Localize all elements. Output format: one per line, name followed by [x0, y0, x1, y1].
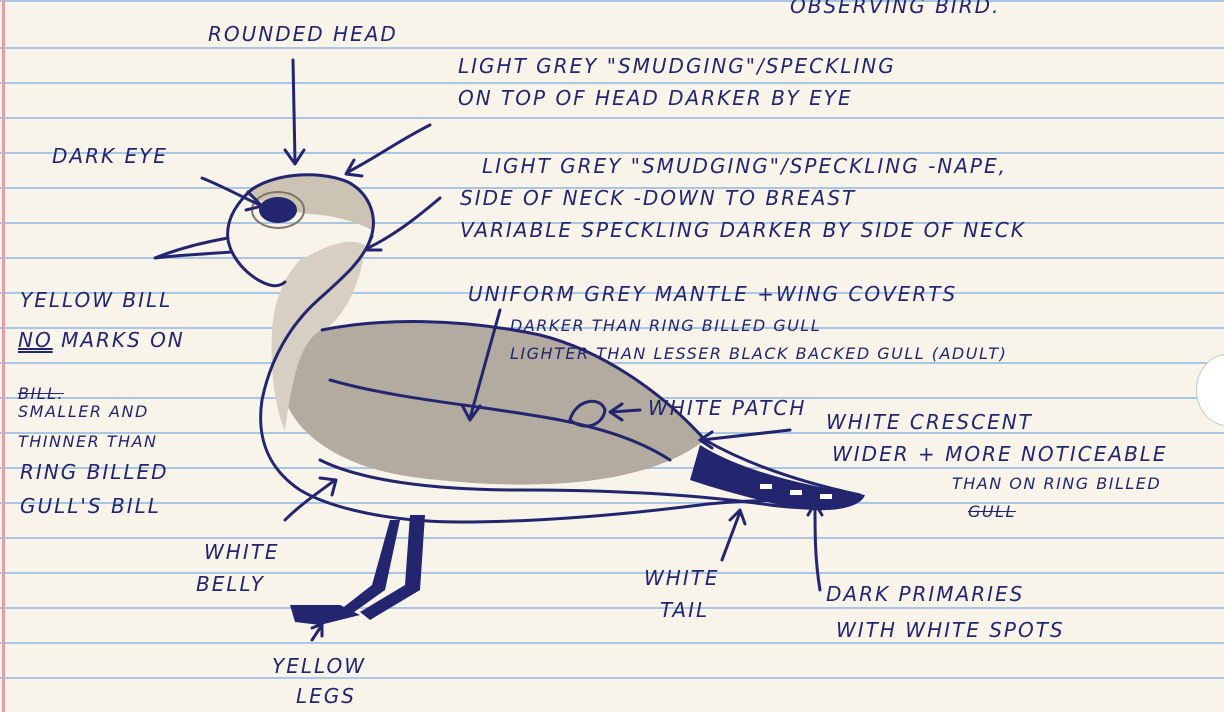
label-white-tail-2: TAIL — [660, 598, 709, 622]
label-yellow-bill: YELLOW BILL — [20, 288, 172, 312]
label-head-speckling-1: LIGHT GREY "SMUDGING"/SPECKLING — [458, 54, 896, 78]
label-no-underlined: NO — [18, 328, 53, 352]
label-crescent-1: WHITE CRESCENT — [826, 410, 1033, 434]
arrow-head-speckling — [346, 125, 430, 176]
label-nape-3: VARIABLE SPECKLING DARKER BY SIDE OF NEC… — [460, 218, 1026, 242]
label-primaries-2: WITH WHITE SPOTS — [836, 618, 1065, 642]
primary-spot-2 — [790, 490, 802, 495]
label-yellow-legs-2: LEGS — [296, 684, 356, 708]
label-marks-on: MARKS ON — [61, 328, 185, 352]
label-rounded-head: ROUNDED HEAD — [208, 22, 398, 46]
label-nape-1: LIGHT GREY "SMUDGING"/SPECKLING -NAPE, — [482, 154, 1007, 178]
label-smaller-2: THINNER THAN — [18, 432, 158, 452]
label-yellow-legs-1: YELLOW — [272, 654, 366, 678]
label-white-patch: WHITE PATCH — [648, 396, 806, 420]
label-white-belly-2: BELLY — [196, 572, 265, 596]
label-smaller-1: SMALLER AND — [18, 402, 149, 422]
label-dark-eye: DARK EYE — [52, 144, 168, 168]
label-primaries-1: DARK PRIMARIES — [826, 582, 1024, 606]
arrow-legs — [312, 624, 322, 640]
label-mantle-2: DARKER THAN RING BILLED GULL — [510, 316, 821, 336]
label-bill-struck: BILL. — [18, 384, 64, 404]
arrow-nape — [366, 198, 440, 250]
label-crescent-4: GULL — [968, 502, 1016, 522]
primary-spot-3 — [820, 494, 832, 499]
label-ring-billed: RING BILLED — [20, 460, 169, 484]
label-gulls-bill: GULL'S BILL — [20, 494, 161, 518]
label-no-marks: NO MARKS ON — [18, 328, 185, 352]
arrow-tail — [722, 510, 745, 560]
label-mantle-3: LIGHTER THAN LESSER BLACK BACKED GULL (A… — [510, 344, 1007, 364]
label-white-belly-1: WHITE — [204, 540, 280, 564]
primary-spot-1 — [760, 484, 772, 489]
label-nape-2: SIDE OF NECK -DOWN TO BREAST — [460, 186, 856, 210]
label-white-tail-1: WHITE — [644, 566, 720, 590]
arrow-rounded-head — [285, 60, 304, 164]
header-fragment: OBSERVING BIRD. — [790, 0, 1000, 18]
label-crescent-3: THAN ON RING BILLED — [952, 474, 1161, 494]
arrow-primaries — [808, 503, 822, 590]
label-crescent-2: WIDER + MORE NOTICEABLE — [832, 442, 1168, 466]
gull-bill — [155, 238, 232, 258]
gull-eye — [259, 197, 297, 223]
label-mantle-1: UNIFORM GREY MANTLE +WING COVERTS — [468, 282, 957, 306]
label-head-speckling-2: ON TOP OF HEAD DARKER BY EYE — [458, 86, 853, 110]
